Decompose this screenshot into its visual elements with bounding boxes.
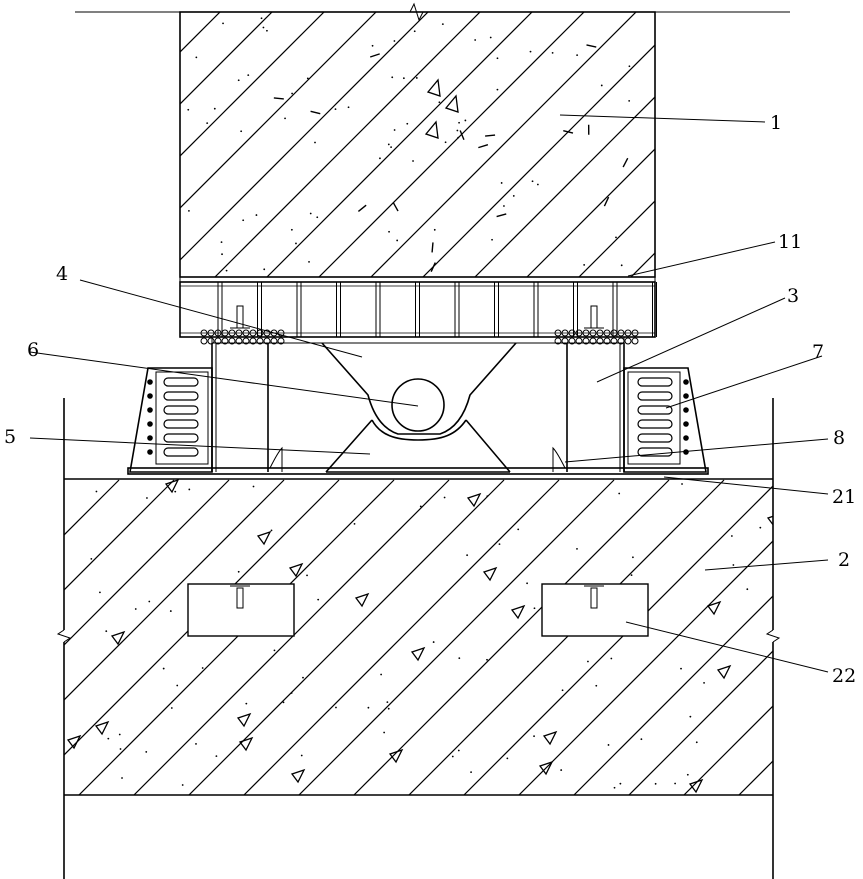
callout-2: 2 [838,549,850,571]
callout-11: 11 [778,231,802,253]
hinge-upper-lug [322,343,516,434]
callout-21: 21 [832,486,856,508]
anchor-bolt-left [230,306,250,328]
bearing-frame [212,337,624,472]
hinge-lower-lug [326,420,510,472]
callout-labels: 1 11 4 3 6 7 5 8 21 2 22 [4,112,856,687]
callout-1: 1 [770,112,782,134]
lower-concrete-pier [0,398,863,879]
callout-8: 8 [833,427,845,449]
callout-22: 22 [832,665,856,687]
callout-3: 3 [787,285,799,307]
callout-4: 4 [56,263,68,285]
damper-right [624,368,706,472]
upper-concrete-beam [0,0,863,300]
callout-7: 7 [812,341,824,363]
callout-5: 5 [4,426,16,448]
anchor-bolt-right [584,306,604,328]
damper-left [130,368,212,472]
hinge-pin [392,379,444,431]
embedded-box-right [542,584,648,636]
embedded-steel-plate [180,277,657,344]
embedded-box-left [188,584,294,636]
callout-6: 6 [27,339,39,361]
